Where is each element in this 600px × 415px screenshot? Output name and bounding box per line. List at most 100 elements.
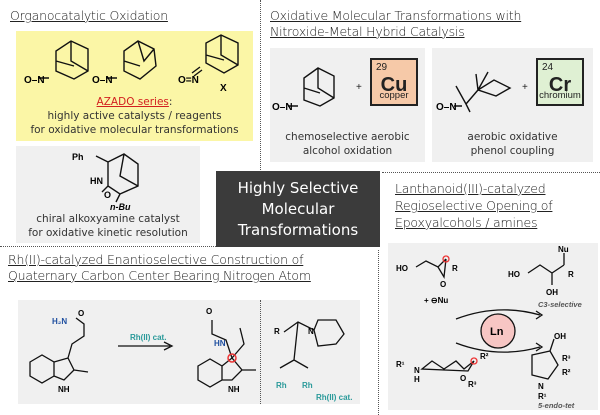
azado-series-link: AZADO series bbox=[96, 96, 169, 108]
oxygen-label: O bbox=[460, 374, 466, 383]
rhodium-atom-label: Rh bbox=[276, 381, 287, 390]
chromium-caption: aerobic oxidative phenol coupling bbox=[432, 130, 593, 158]
oxygen-label: O bbox=[206, 307, 212, 316]
chromium-panel: O–N + 24 Cr chromium aerobic oxidative p… bbox=[432, 48, 593, 162]
lanthanoid-title: Lanthanoid(III)-catalyzed Regioselective… bbox=[395, 180, 553, 231]
rhodium-title: Rh(II)-catalyzed Enantioselective Constr… bbox=[8, 252, 311, 284]
azado-structures: O–N O–N O=N X bbox=[24, 34, 239, 94]
azado-series-panel: O–N O–N O=N X AZADO series: highly activ… bbox=[16, 31, 253, 141]
oxygen-label: O bbox=[78, 309, 84, 318]
plus-sign: + bbox=[522, 82, 528, 93]
divider-top-vertical bbox=[260, 0, 261, 170]
copper-caption-line2: alcohol oxidation bbox=[302, 145, 393, 157]
nitroxyl-label: O–N bbox=[272, 102, 293, 113]
svg-text:O=N: O=N bbox=[178, 75, 199, 86]
hybrid-title-line1: Oxidative Molecular Transformations with bbox=[270, 8, 522, 23]
azado-caption-line1: highly active catalysts / reagents bbox=[47, 110, 222, 122]
nitrogen-label: N bbox=[538, 382, 544, 391]
azado-caption-line2: for oxidative molecular transformations bbox=[30, 124, 239, 136]
r-label: R bbox=[452, 264, 458, 273]
hydroxyl-label: HO bbox=[396, 264, 408, 273]
lanthanoid-title-line1: Lanthanoid(III)-catalyzed bbox=[395, 181, 546, 196]
element-name: chromium bbox=[539, 90, 581, 101]
indoline-nh-label: NH bbox=[228, 385, 240, 394]
copper-caption: chemoselective aerobic alcohol oxidation bbox=[270, 130, 425, 158]
amine-label: HN bbox=[90, 176, 103, 186]
c3-selective-label: C3-selective bbox=[538, 300, 582, 309]
carbamate-nh-label: HN bbox=[214, 339, 226, 348]
chiral-caption-line2: for oxidative kinetic resolution bbox=[28, 227, 188, 239]
divider-bottom-vertical bbox=[378, 250, 379, 415]
nitroxyl-label: O–N bbox=[92, 75, 113, 86]
r1-label: R¹ bbox=[538, 392, 547, 401]
azado-structure: O–N bbox=[272, 67, 335, 113]
amine-label: H₂N bbox=[52, 317, 67, 326]
atomic-number: 29 bbox=[376, 62, 388, 73]
hydrogen-label: H bbox=[414, 375, 420, 384]
chiral-caption: chiral alkoxyamine catalyst for oxidativ… bbox=[16, 212, 200, 240]
oxygen-label: O bbox=[440, 280, 446, 289]
center-line3: Transformations bbox=[237, 220, 359, 239]
colon: : bbox=[168, 96, 173, 108]
center-line1: Highly Selective bbox=[237, 178, 359, 197]
element-symbol: Cr bbox=[548, 74, 572, 96]
hydroxyl-label: OH bbox=[554, 332, 566, 341]
lanthanoid-panel: Ln HO R O + ⊖Nu HO Nu R OH C3-selective … bbox=[388, 243, 598, 410]
nitrogen-label: N bbox=[308, 327, 314, 336]
atomic-number: 24 bbox=[542, 62, 554, 73]
hybrid-title-line2: Nitroxide-Metal Hybrid Catalysis bbox=[270, 24, 465, 39]
chiral-caption-line1: chiral alkoxyamine catalyst bbox=[36, 213, 180, 225]
nitroxyl-label: O–N bbox=[24, 75, 45, 86]
lanthanoid-title-line3: Epoxyalcohols / amines bbox=[395, 215, 538, 230]
oxygen-label: O bbox=[104, 190, 111, 200]
element-name: copper bbox=[379, 90, 409, 101]
chiral-alkoxyamine-structure: Ph HN O n-Bu bbox=[72, 152, 139, 211]
rhodium-title-line2: Quaternary Carbon Center Bearing Nitroge… bbox=[8, 268, 311, 283]
rhodium-title-line1: Rh(II)-catalyzed Enantioselective Constr… bbox=[8, 252, 304, 267]
r2-label: R² bbox=[480, 352, 489, 361]
r-label: R bbox=[274, 327, 280, 336]
rhodium-panel: H₂N O NH Rh(II) cat. O HN NH R N Rh Rh R… bbox=[18, 300, 360, 404]
chromium-caption-line1: aerobic oxidative bbox=[467, 131, 558, 143]
counterion-label: X bbox=[220, 83, 227, 94]
copper-element-tile: 29 Cu copper bbox=[370, 58, 418, 106]
rhodium-atom-label: Rh bbox=[302, 381, 313, 390]
phenyl-label: Ph bbox=[72, 152, 84, 162]
r3-label: R³ bbox=[468, 380, 477, 389]
nitroxyl-label: O–N bbox=[436, 102, 457, 113]
chromium-element-tile: 24 Cr chromium bbox=[536, 58, 584, 106]
butyl-label: n-Bu bbox=[110, 202, 131, 211]
hydroxyl-label: HO bbox=[508, 270, 520, 279]
center-line2: Molecular bbox=[261, 199, 335, 218]
nitrogen-label: N bbox=[414, 366, 420, 375]
organocatalytic-title: Organocatalytic Oxidation bbox=[10, 8, 168, 23]
lanthanoid-scheme: Ln HO R O + ⊖Nu HO Nu R OH C3-selective … bbox=[396, 245, 582, 410]
r3-label: R³ bbox=[562, 354, 571, 363]
indole-nh-label: NH bbox=[58, 385, 70, 394]
lanthanoid-catalyst-circle bbox=[480, 313, 516, 349]
r1-label: R¹ bbox=[396, 360, 405, 369]
copper-caption-line1: chemoselective aerobic bbox=[285, 131, 410, 143]
lanthanoid-title-line2: Regioselective Opening of bbox=[395, 198, 553, 213]
nucleophile-label: + ⊖Nu bbox=[424, 296, 448, 305]
nu-label: Nu bbox=[558, 245, 569, 254]
hybrid-title: Oxidative Molecular Transformations with… bbox=[270, 8, 521, 40]
catalyst-label: Ln bbox=[490, 326, 504, 338]
azado-caption: AZADO series: highly active catalysts / … bbox=[16, 95, 253, 137]
catalyst-structure-label: Rh(II) cat. bbox=[316, 393, 352, 402]
copper-panel: O–N + 29 Cu copper chemoselective aerobi… bbox=[270, 48, 425, 162]
chromium-caption-line2: phenol coupling bbox=[470, 145, 555, 157]
5-endo-tet-label: 5-endo-tet bbox=[538, 401, 575, 410]
central-theme-box: Highly Selective Molecular Transformatio… bbox=[216, 171, 380, 247]
tempo-structure: O–N bbox=[436, 71, 512, 113]
divider-left-horizontal bbox=[0, 246, 216, 247]
rhodium-panel-divider bbox=[260, 300, 261, 404]
plus-sign: + bbox=[356, 82, 362, 93]
divider-right-horizontal bbox=[382, 172, 600, 173]
hydroxyl-label: OH bbox=[546, 288, 558, 297]
element-symbol: Cu bbox=[380, 74, 408, 96]
chiral-catalyst-panel: Ph HN O n-Bu chiral alkoxyamine catalyst… bbox=[16, 146, 200, 243]
rhodium-scheme: H₂N O NH Rh(II) cat. O HN NH R N Rh Rh R… bbox=[29, 307, 352, 402]
r2-label: R² bbox=[562, 368, 571, 377]
arrow-catalyst-label: Rh(II) cat. bbox=[130, 333, 166, 342]
